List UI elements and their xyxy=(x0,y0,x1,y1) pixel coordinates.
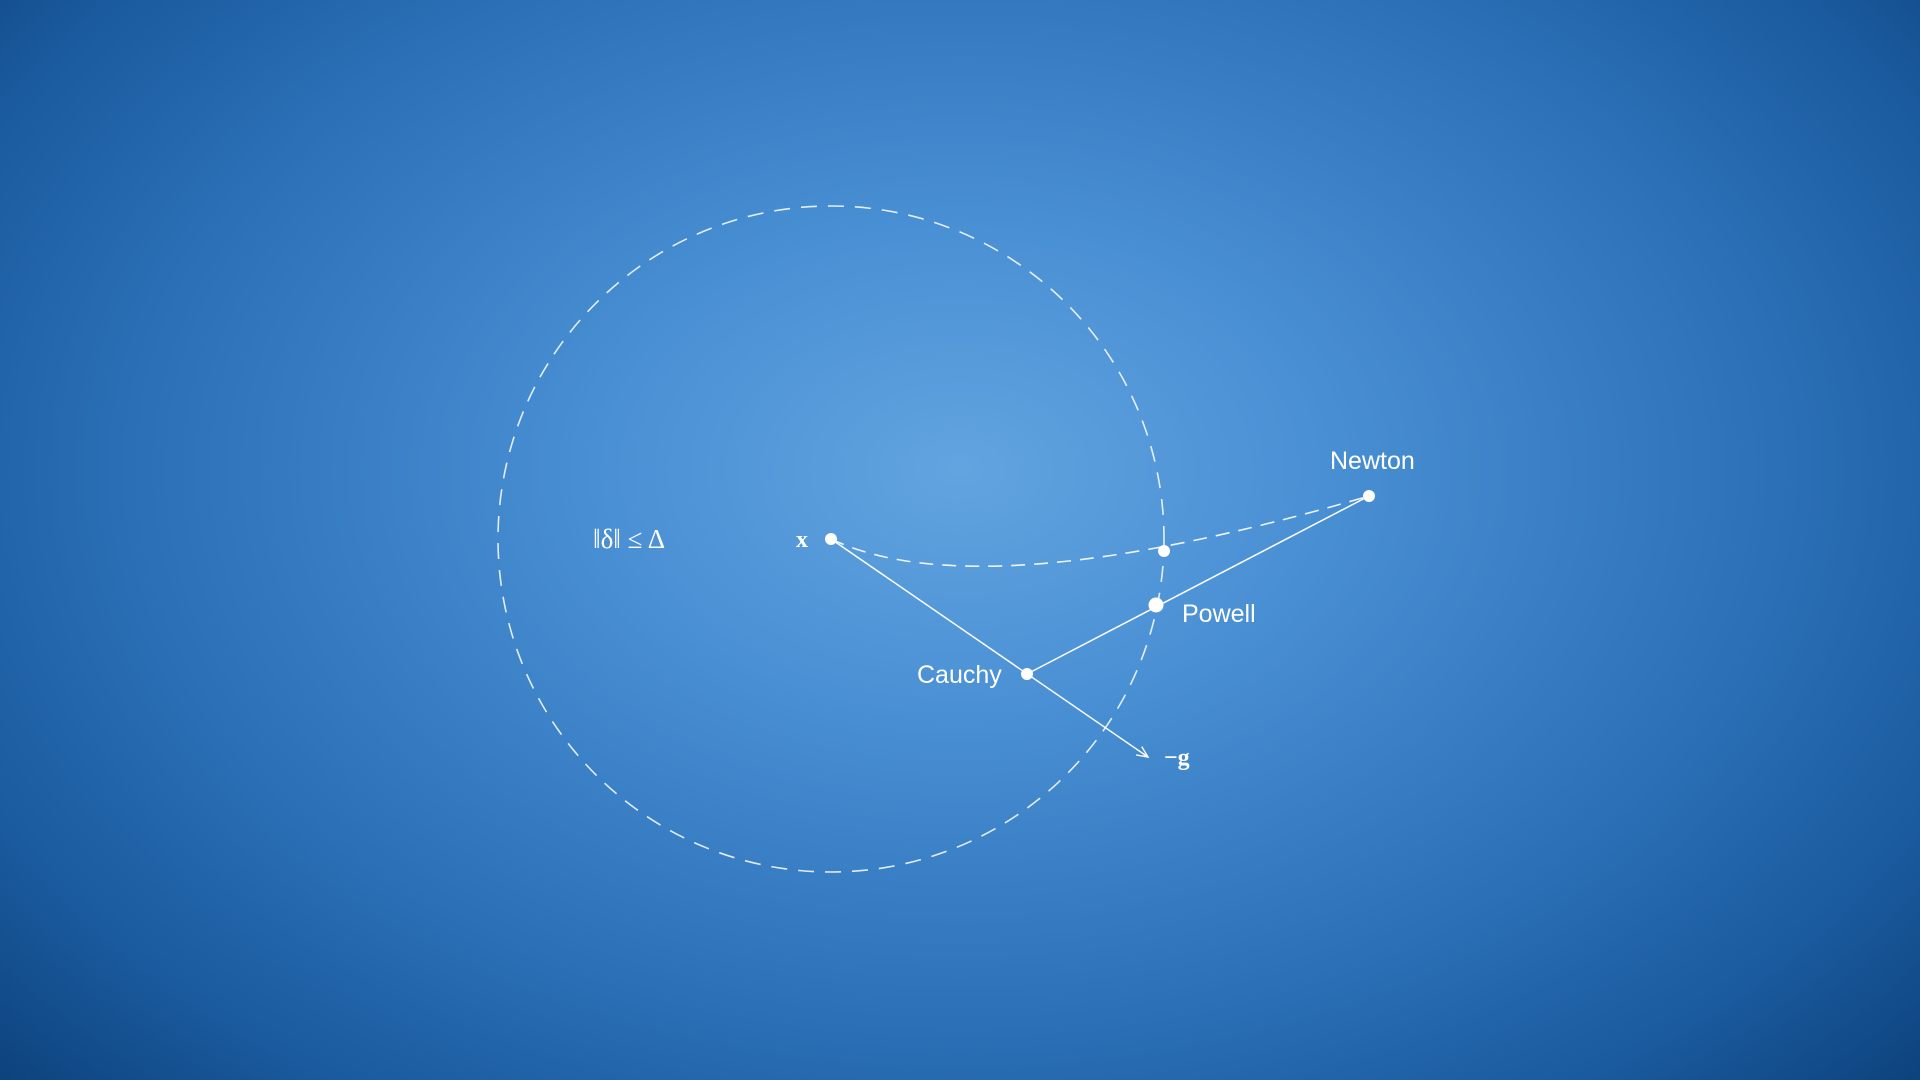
newton-label: Newton xyxy=(1330,447,1415,475)
cauchy-point xyxy=(1021,668,1033,680)
powell-label: Powell xyxy=(1182,600,1256,628)
dogleg-segment xyxy=(1026,495,1370,675)
cauchy-label: Cauchy xyxy=(917,661,1002,689)
current-point-x xyxy=(825,533,837,545)
curve-boundary-point xyxy=(1158,545,1170,557)
steepest-descent-line xyxy=(830,538,1150,758)
powell-point xyxy=(1148,597,1164,613)
x-label: x xyxy=(796,527,808,553)
trajectory-curve xyxy=(830,495,1370,568)
neg-g-label: −g xyxy=(1164,745,1190,771)
newton-point xyxy=(1363,490,1375,502)
trust-region-circle xyxy=(497,205,1165,873)
constraint-label: ‖δ‖ ≤ Δ xyxy=(593,524,665,554)
